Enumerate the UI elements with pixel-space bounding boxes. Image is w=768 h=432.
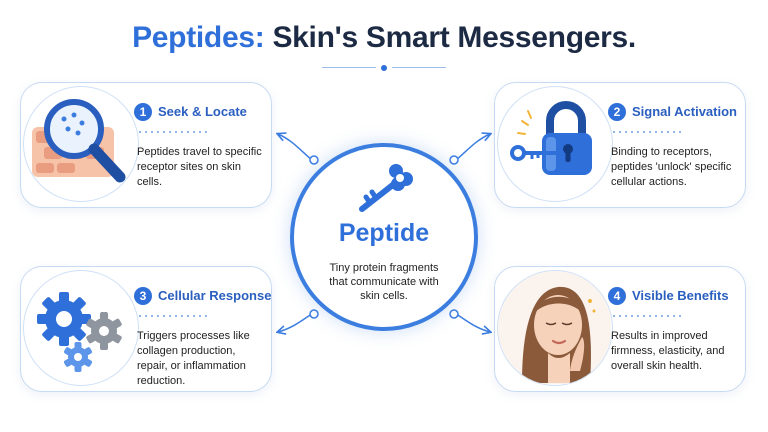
hub-title: Peptide [338, 219, 430, 247]
step-card-3: 3 Cellular Response Triggers processes l… [20, 266, 272, 392]
step-card-1: 1 Seek & Locate Peptides travel to speci… [20, 82, 272, 208]
page-title: Peptides: Skin's Smart Messengers. [0, 18, 768, 58]
title-rest: Skin's Smart Messengers. [264, 21, 636, 54]
magnifier-skin-icon [23, 86, 139, 202]
step-heading-1: Seek & Locate [158, 104, 247, 119]
step-number-4: 4 [608, 287, 626, 305]
peptide-hub-circle: Peptide Tiny protein fragments that comm… [290, 143, 478, 331]
arrow-to-step-4 [454, 312, 490, 332]
title-accent: Peptides: [132, 21, 265, 54]
step-number-3: 3 [134, 287, 152, 305]
step-card-2: 2 Signal Activation Binding to receptors… [494, 82, 746, 208]
dotted-divider [611, 315, 681, 317]
dotted-divider [137, 131, 207, 133]
step-description-4: Results in improved firmness, elasticity… [611, 330, 725, 372]
step-description-1: Peptides travel to specific receptor sit… [137, 146, 262, 188]
step-heading-4: Visible Benefits [632, 288, 729, 303]
step-heading-3: Cellular Response [158, 288, 272, 303]
step-card-4: 4 Visible Benefits Results in improved f… [494, 266, 746, 392]
key-icon [344, 157, 424, 217]
step-description-2: Binding to receptors, peptides 'unlock' … [611, 146, 732, 188]
arrow-to-step-2 [454, 134, 490, 162]
arrow-to-step-3 [278, 312, 314, 332]
step-heading-2: Signal Activation [632, 104, 737, 119]
arrow-to-step-1 [278, 134, 314, 162]
gears-icon [23, 270, 139, 386]
title-divider [322, 64, 446, 71]
step-number-1: 1 [134, 103, 152, 121]
dotted-divider [137, 315, 207, 317]
dotted-divider [611, 131, 681, 133]
woman-face-icon [497, 270, 613, 386]
step-description-3: Triggers processes like collagen product… [137, 330, 250, 387]
key-padlock-icon [497, 86, 613, 202]
step-number-2: 2 [608, 103, 626, 121]
hub-description: Tiny protein fragments that communicate … [329, 262, 439, 302]
